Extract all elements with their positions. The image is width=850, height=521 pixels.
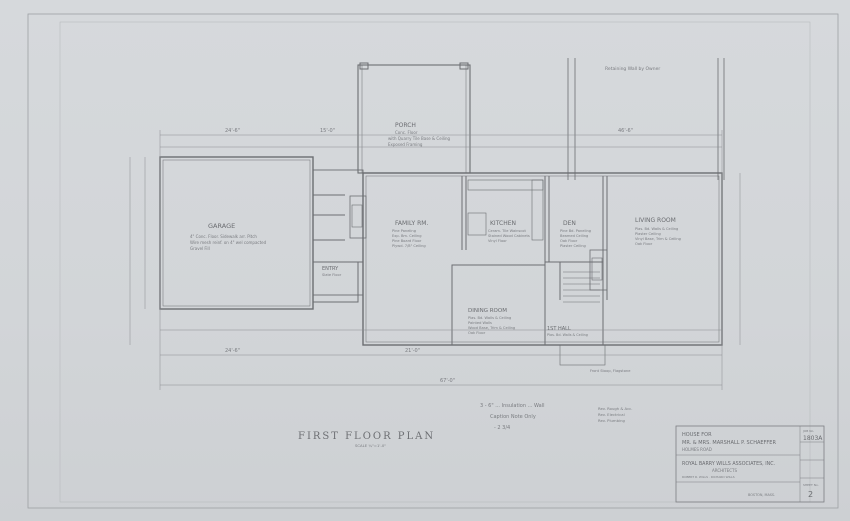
- title-block-names: ROBERT R. WILLS · RICHARD WILLS: [682, 475, 735, 479]
- dim-top-right: 46'-6": [618, 128, 633, 134]
- hall-label: 1ST HALL: [547, 326, 571, 332]
- garage-note-2: Wire mesh reinf. on 4" wel compacted: [190, 240, 267, 245]
- title-block: HOUSE FOR MR. & MRS. MARSHALL P. SCHAEFF…: [675, 425, 825, 503]
- kitchen-note-2: Stained Wood Cabinets: [488, 234, 530, 238]
- drawing-scale: SCALE ¼"=1'-0": [355, 443, 386, 448]
- den-note-3: Oak Floor: [560, 239, 578, 243]
- family-room-label: FAMILY RM.: [395, 220, 428, 227]
- entry-note-1: Slate Floor: [322, 273, 342, 277]
- title-block-line3: HOLMES ROAD: [682, 447, 712, 452]
- sheet-number: 2: [808, 490, 813, 499]
- title-block-line1: HOUSE FOR: [682, 432, 712, 438]
- dimension-lines: [129, 130, 741, 390]
- walls: [159, 58, 725, 366]
- drawing-border: [59, 21, 811, 503]
- living-note-3: Vinyl Base, Trim & Ceiling: [635, 237, 681, 241]
- title-block-firm: ROYAL BARRY WILLS ASSOCIATES, INC.: [682, 461, 775, 467]
- living-note-1: Plas. Bd. Walls & Ceiling: [635, 227, 678, 231]
- title-block-line2: MR. & MRS. MARSHALL P. SCHAEFFER: [682, 440, 776, 446]
- dim-bottom-total: 67'-0": [440, 378, 455, 384]
- dining-note-4: Oak Floor: [468, 331, 486, 335]
- right-note-2: Rev. Electrical: [598, 412, 625, 417]
- dim-bottom-a: 24'-6": [225, 348, 240, 354]
- dining-room-label: DINING ROOM: [468, 308, 507, 314]
- dim-mid-width: 15'-0": [320, 128, 335, 134]
- sheet-label: SHEET No.: [803, 483, 819, 487]
- porch-note-2: with Quarry Tile Base & Ceiling: [388, 136, 451, 141]
- garage-label: GARAGE: [208, 222, 235, 230]
- entry-label: ENTRY: [322, 266, 339, 272]
- dining-note-3: Wood Base, Trim & Ceiling: [468, 326, 515, 330]
- right-note-3: Rev. Plumbing: [598, 418, 625, 423]
- dining-note-1: Plas. Bd. Walls & Ceiling: [468, 316, 511, 320]
- job-label: JOB No.: [802, 429, 814, 433]
- kitchen-note-3: Vinyl Floor: [488, 239, 507, 243]
- porch-outline: [357, 64, 471, 174]
- family-note-3: Pine Board Floor: [392, 239, 422, 243]
- room-labels: GARAGE 4" Conc. Floor. Sidewalk arr. Pit…: [190, 122, 681, 337]
- garage-inner: [162, 159, 311, 307]
- dining-note-2: Painted Walls: [468, 321, 492, 325]
- title-block-address: BOSTON, MASS.: [748, 493, 775, 497]
- main-house-walls: [362, 172, 723, 346]
- garage-note-1: 4" Conc. Floor. Sidewalk arr. Pitch: [190, 234, 257, 239]
- porch-note-3: Exposed Framing: [388, 142, 423, 147]
- garage-note-3: Gravel Fill: [190, 246, 210, 251]
- living-room-label: LIVING ROOM: [635, 217, 676, 224]
- dim-garage-width: 24'-6": [225, 128, 240, 134]
- sheet-border: [27, 13, 839, 509]
- family-note-1: Pine Paneling: [392, 229, 416, 233]
- retaining-wall-note: Retaining Wall by Owner: [605, 66, 660, 72]
- right-note-1: Rev. Rough & Acc.: [598, 406, 632, 411]
- den-note-2: Beamed Ceiling: [560, 234, 588, 238]
- family-note-2: Exp. Bm. Ceiling: [392, 234, 422, 238]
- porch-note-1: Conc. Floor: [395, 130, 418, 135]
- den-label: DEN: [563, 220, 576, 227]
- family-note-4: Plywd. 7/8" Ceiling: [392, 244, 426, 248]
- den-note-1: Pine Bd. Paneling: [560, 229, 591, 233]
- den-note-4: Plaster Ceiling: [560, 244, 586, 248]
- dim-bottom-b: 21'-0": [405, 348, 420, 354]
- entry-walls: [312, 261, 359, 303]
- hall-note-1: Plas. Bd. Walls & Ceiling: [547, 333, 588, 337]
- pencil-note-2: Caption Note Only: [490, 414, 536, 420]
- pencil-note-1: 3 - 6" ... Insulation ... Wall: [480, 403, 544, 409]
- title-block-firm-sub: ARCHITECTS: [712, 468, 738, 473]
- porch-label: PORCH: [395, 122, 416, 129]
- dining-walls: [451, 264, 546, 346]
- living-note-4: Oak Floor: [635, 242, 653, 246]
- job-number: 1803A: [803, 435, 823, 442]
- pencil-note-3: - 2 3/4: [494, 425, 510, 431]
- drawing-title: FIRST FLOOR PLAN: [298, 431, 435, 442]
- garage-walls: [159, 156, 314, 310]
- kitchen-label: KITCHEN: [490, 220, 516, 227]
- living-note-2: Plaster Ceiling: [635, 232, 661, 236]
- kitchen-note-1: Ceram. Tile Wainscot: [488, 229, 526, 233]
- stoop-note: Front Stoop, Flagstone: [590, 369, 631, 373]
